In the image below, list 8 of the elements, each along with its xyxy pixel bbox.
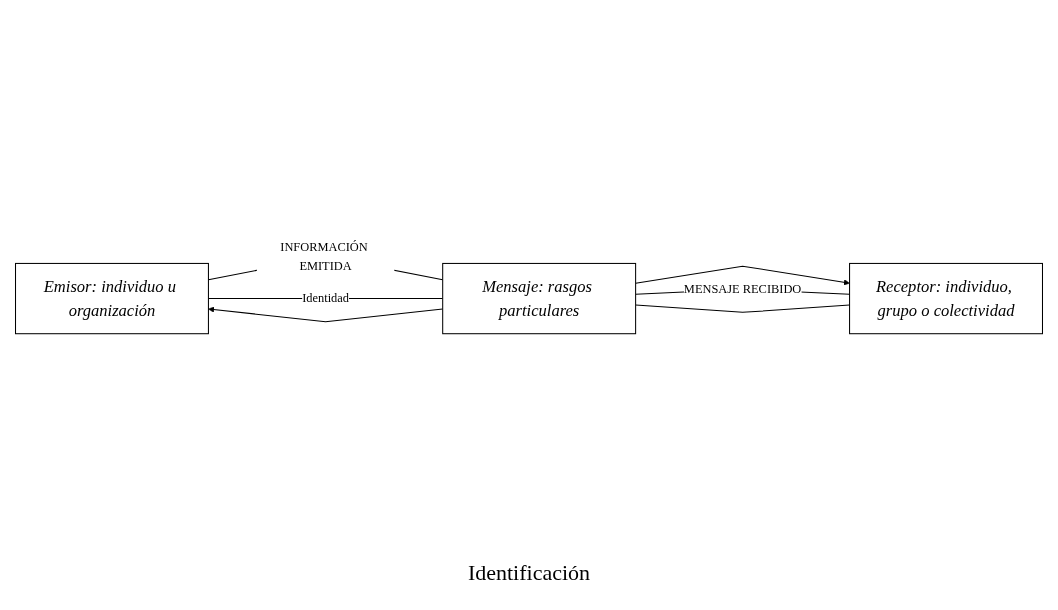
- edge-label: INFORMACIÓN EMITIDA: [280, 240, 368, 273]
- edge-label: Identidad: [302, 291, 349, 306]
- arrow: [635, 265, 850, 286]
- note-label: Identificación: [467, 560, 591, 586]
- edge-label: MENSAJE RECIBIDO: [683, 282, 802, 296]
- node-box: Mensaje: rasgos particulares: [442, 262, 637, 335]
- node-box: Emisor: individuo u organización: [15, 262, 209, 335]
- node-box: Receptor: individuo, grupo o colectividad: [849, 262, 1043, 335]
